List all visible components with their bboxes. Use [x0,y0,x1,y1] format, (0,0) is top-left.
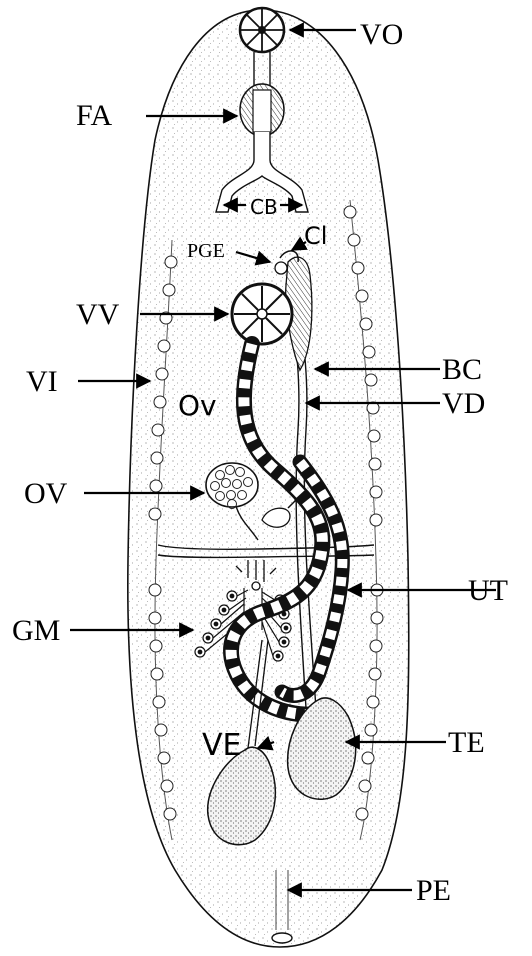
label-pge: PGE [187,240,225,262]
label-ut: UT [468,574,508,607]
label-ve: VE [202,728,241,763]
label-cb: CB [250,195,278,219]
label-ov-upper: Ov [178,389,217,422]
oral-sucker [240,8,284,52]
label-vi: VI [26,365,58,398]
label-cl: Cl [304,222,327,250]
label-te: TE [448,726,485,759]
label-fa: FA [76,99,112,132]
label-bc: BC [442,353,482,386]
label-vv: VV [76,298,120,331]
label-pe: PE [416,874,451,907]
label-gm: GM [12,614,60,647]
label-ov: OV [24,477,68,510]
label-vd: VD [442,387,485,420]
label-vo: VO [360,18,403,51]
ventral-sucker [232,284,292,344]
